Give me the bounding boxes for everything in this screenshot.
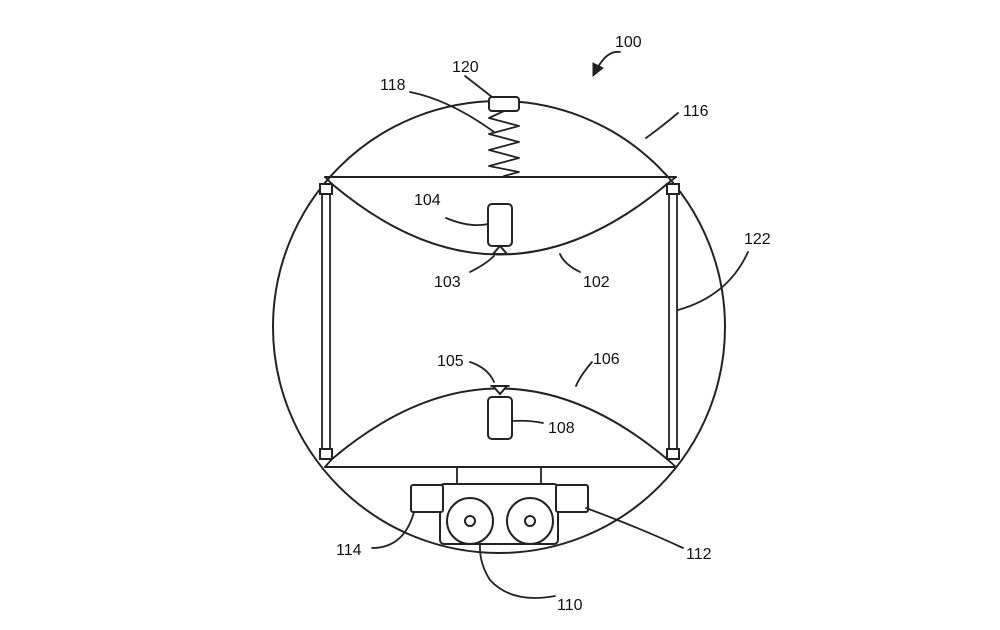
label-112: 112 <box>686 546 712 563</box>
left-motor-block <box>410 484 444 513</box>
frame-corner-brace-br <box>666 458 677 468</box>
leader-118 <box>409 91 495 133</box>
frame-corner-brace-bl <box>324 458 333 468</box>
lower-camera-lens <box>490 385 510 396</box>
frame-corner-top-left <box>319 183 333 195</box>
label-116: 116 <box>683 103 709 120</box>
upper-camera-lens <box>490 244 510 255</box>
leader-120 <box>464 75 493 98</box>
frame-corner-brace-tr <box>666 176 677 185</box>
right-motor-block <box>555 484 589 513</box>
figure-arrow-head <box>592 62 604 78</box>
left-wheel-hub <box>464 515 476 527</box>
upper-camera <box>487 203 513 247</box>
label-122: 122 <box>744 231 771 248</box>
leader-106 <box>575 361 593 387</box>
frame-corner-bottom-right <box>666 448 680 460</box>
leader-114 <box>371 511 415 549</box>
label-108: 108 <box>548 420 575 437</box>
top-mount-block <box>488 96 520 112</box>
leader-103 <box>469 255 495 273</box>
leader-122 <box>677 251 749 311</box>
label-120: 120 <box>452 59 479 76</box>
leader-104 <box>445 217 489 227</box>
leader-105 <box>469 361 495 383</box>
label-106: 106 <box>593 351 620 368</box>
lower-camera <box>487 396 513 440</box>
figure-arrow-line <box>597 50 621 68</box>
label-102: 102 <box>583 274 610 291</box>
spring <box>488 110 520 177</box>
leader-116 <box>645 112 679 139</box>
label-104: 104 <box>414 192 441 209</box>
right-wheel-hub <box>524 515 536 527</box>
label-110: 110 <box>557 597 583 614</box>
label-118: 118 <box>380 77 406 94</box>
frame-corner-bottom-left <box>319 448 333 460</box>
leader-108 <box>512 419 544 424</box>
label-114: 114 <box>336 542 362 559</box>
frame-corner-top-right <box>666 183 680 195</box>
label-105: 105 <box>437 353 464 370</box>
leader-112 <box>585 507 684 549</box>
leader-110 <box>479 543 556 599</box>
frame-corner-brace-tl <box>324 176 333 185</box>
label-103: 103 <box>434 274 461 291</box>
label-100: 100 <box>615 34 642 51</box>
leader-102 <box>559 253 581 273</box>
